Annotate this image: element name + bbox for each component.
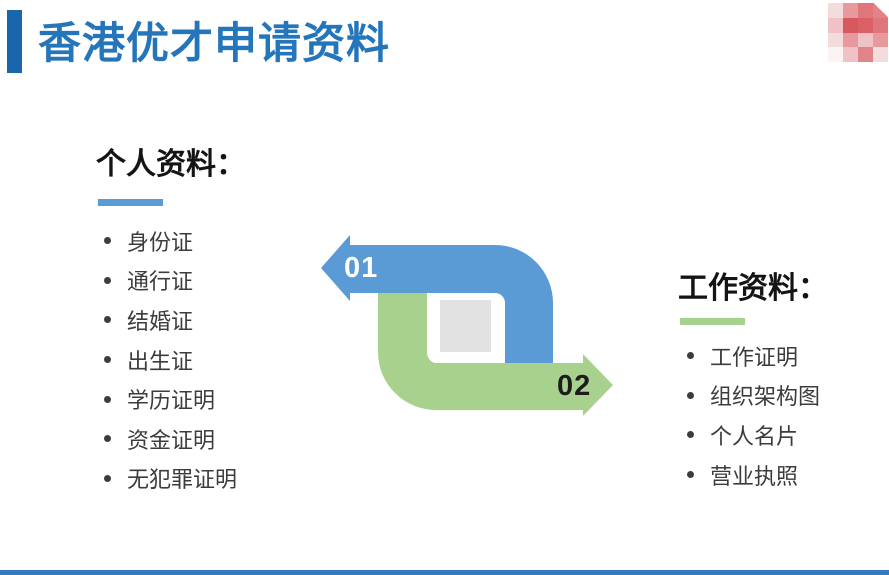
list-item: 身份证 [104, 221, 237, 261]
list-item: 无犯罪证明 [104, 459, 237, 499]
bullet-icon [104, 316, 111, 324]
bullet-icon [104, 356, 111, 364]
list-item: 资金证明 [104, 419, 237, 459]
list-item: 通行证 [104, 261, 237, 301]
personal-list: 身份证 通行证 结婚证 出生证 学历证明 资金证明 无犯罪证明 [104, 221, 237, 498]
logo-pixel [858, 17, 873, 33]
list-item-label: 无犯罪证明 [127, 467, 238, 493]
logo-pixel [828, 17, 843, 33]
personal-heading-underline [98, 199, 163, 206]
list-item-label: 组织架构图 [710, 384, 821, 410]
list-item-label: 结婚证 [127, 308, 194, 334]
bullet-icon [687, 471, 694, 479]
step1-arrowhead-icon [321, 235, 350, 301]
list-item: 营业执照 [687, 455, 820, 495]
bullet-icon [104, 276, 111, 284]
list-item: 工作证明 [687, 336, 820, 376]
bullet-icon [104, 474, 111, 482]
bullet-icon [104, 237, 111, 245]
list-item-label: 出生证 [127, 348, 194, 374]
step2-label: 02 [557, 370, 592, 402]
list-item-label: 学历证明 [127, 388, 216, 414]
work-list: 工作证明 组织架构图 个人名片 营业执照 [687, 336, 820, 494]
page-title: 香港优才申请资料 [38, 20, 390, 68]
logo-pixel [858, 32, 873, 48]
logo-pixel [828, 47, 843, 62]
step2-arrowhead-icon [583, 354, 613, 416]
company-logo [828, 3, 888, 62]
list-item: 学历证明 [104, 379, 237, 419]
step1-label: 01 [344, 252, 379, 284]
logo-pixel [873, 32, 888, 48]
list-item: 结婚证 [104, 300, 237, 340]
list-item-label: 工作证明 [710, 344, 799, 370]
logo-pixel [843, 17, 858, 33]
list-item: 组织架构图 [687, 376, 820, 416]
logo-pixel [828, 32, 843, 48]
logo-pixel [858, 3, 873, 18]
bullet-icon [687, 352, 694, 360]
list-item: 出生证 [104, 340, 237, 380]
logo-pixel [873, 47, 888, 62]
list-item-label: 资金证明 [127, 427, 216, 453]
list-item-label: 身份证 [127, 229, 194, 255]
list-item-label: 通行证 [127, 269, 194, 295]
bullet-icon [687, 431, 694, 439]
bullet-icon [104, 395, 111, 403]
bullet-icon [687, 391, 694, 399]
personal-section-heading: 个人资料： [96, 148, 246, 181]
list-item-label: 营业执照 [710, 463, 799, 489]
center-square [440, 300, 491, 352]
bullet-icon [104, 435, 111, 443]
work-section-heading: 工作资料： [678, 272, 828, 305]
work-heading-underline [680, 318, 745, 325]
logo-pixel [843, 47, 858, 62]
list-item-label: 个人名片 [710, 423, 799, 449]
title-accent-bar [7, 10, 22, 73]
list-item: 个人名片 [687, 415, 820, 455]
logo-pixel [843, 32, 858, 48]
logo-pixel [828, 3, 843, 18]
logo-pixel [858, 47, 873, 62]
footer-bar [0, 570, 889, 575]
logo-pixel [843, 3, 858, 18]
logo-pixel [873, 17, 888, 33]
logo-pixel [873, 3, 888, 18]
